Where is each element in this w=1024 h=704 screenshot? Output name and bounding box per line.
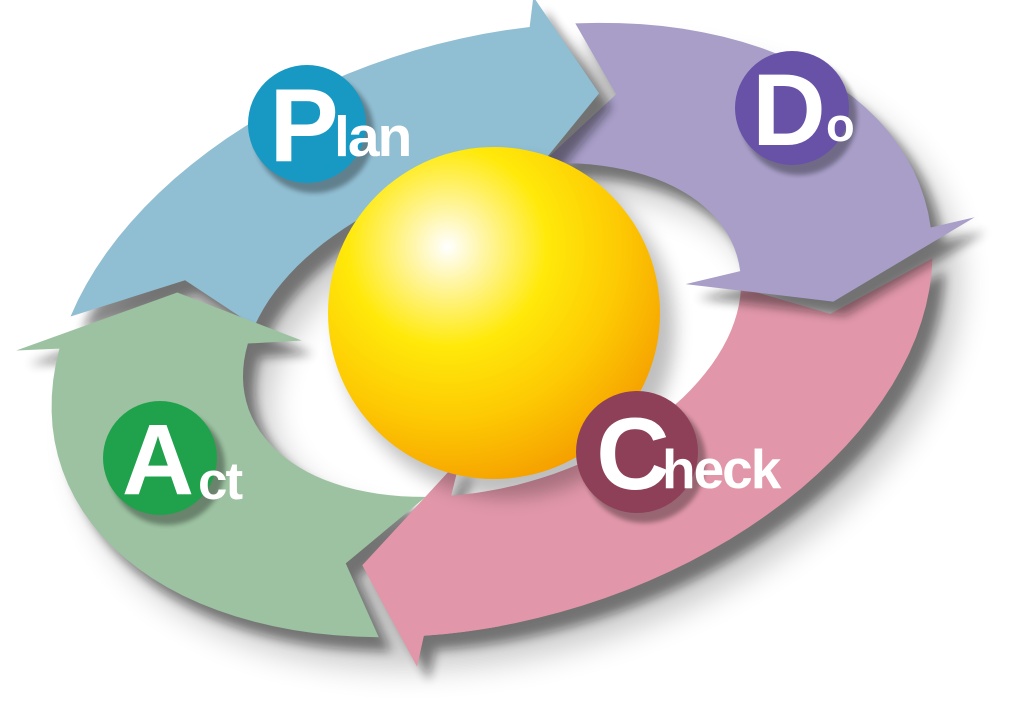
plan-initial: P [269, 68, 338, 184]
plan-rest: lan [334, 105, 410, 169]
label-check: C heck [576, 391, 784, 523]
check-rest: heck [662, 438, 782, 500]
sphere-ball [328, 147, 660, 479]
check-badge [576, 391, 698, 513]
check-initial: C [596, 397, 670, 511]
plan-badge [248, 65, 366, 183]
do-rest: o [826, 98, 853, 151]
act-initial: A [122, 404, 194, 516]
do-initial: D [752, 53, 826, 167]
segment-check-arrowhead [362, 459, 501, 667]
act-badge [103, 401, 217, 515]
do-badge [735, 51, 849, 165]
act-rest: ct [198, 452, 242, 511]
label-act: A ct [103, 401, 244, 525]
label-do: D o [735, 51, 857, 175]
label-plan: P lan [248, 65, 412, 193]
segment-do-arrow [541, 22, 975, 302]
